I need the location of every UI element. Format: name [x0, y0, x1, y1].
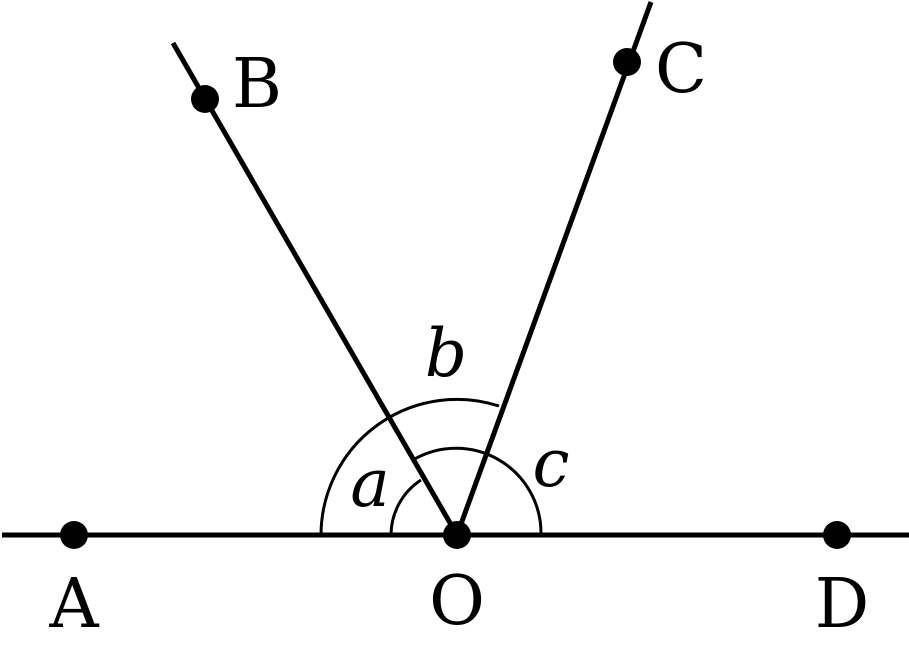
- angle-arc-c: [412, 446, 543, 536]
- label-angle-c: c: [533, 425, 570, 502]
- label-B: B: [232, 45, 282, 124]
- label-A: A: [48, 565, 99, 644]
- label-angle-b: b: [425, 315, 467, 392]
- angle-arc-a: [389, 478, 422, 536]
- point-O: [443, 521, 471, 549]
- point-C: [613, 48, 641, 76]
- label-O: O: [429, 562, 485, 641]
- label-D: D: [815, 565, 870, 644]
- ray-OC: [454, 1, 654, 536]
- label-angle-a: a: [350, 445, 389, 522]
- point-A: [60, 521, 88, 549]
- ray-OB: [170, 41, 460, 537]
- point-D: [823, 521, 851, 549]
- label-C: C: [655, 30, 707, 109]
- point-B: [191, 85, 219, 113]
- angle-arc-b: [319, 397, 500, 536]
